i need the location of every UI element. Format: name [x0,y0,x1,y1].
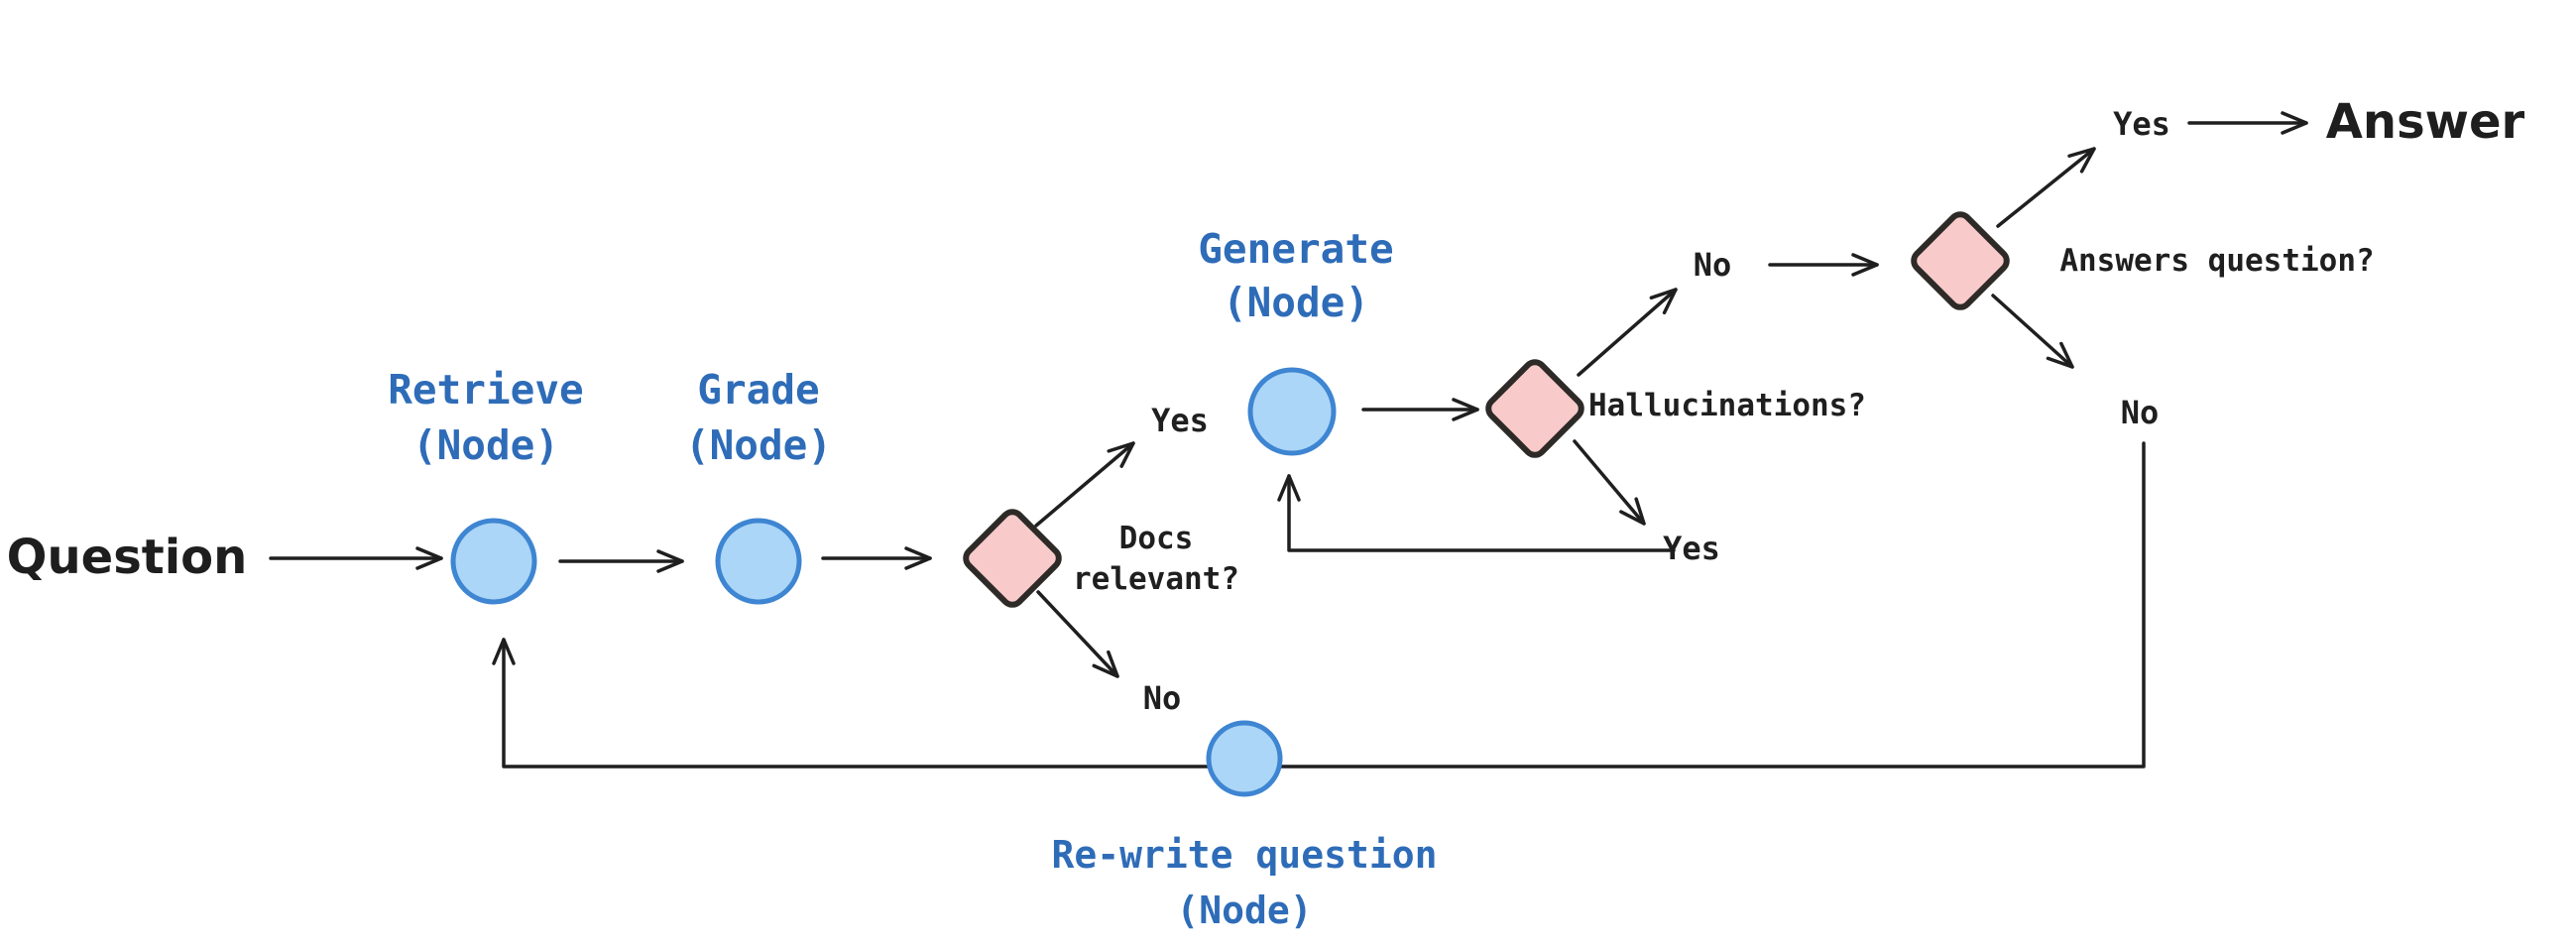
rewrite-node-sublabel: (Node) [1176,889,1312,932]
hallucinations-label: Hallucinations? [1588,388,1866,423]
hallucinations-diamond [1485,359,1584,458]
retrieve-node-circle [450,518,537,605]
grade-node-label: Grade [697,366,819,414]
answers-question-label: Answers question? [2059,243,2374,279]
docs-relevant-label-line2: relevant? [1073,561,1239,597]
edge-hallucinations-no [1577,288,1678,377]
edge-yes-loop-to-generate [1277,474,1676,552]
edge-docs-relevant-yes [1034,441,1135,528]
docs-relevant-no-label: No [1143,679,1182,717]
docs-relevant-yes-label: Yes [1151,402,1209,439]
question-label: Question [7,530,248,585]
grade-node-sublabel: (Node) [685,421,832,469]
docs-relevant-diamond [963,509,1062,608]
edge-docs-relevant-no [1036,590,1119,678]
retrieve-node-label: Retrieve [388,366,583,414]
hallucinations-yes-label: Yes [1663,530,1720,567]
generate-node-label: Generate [1198,225,1393,273]
edge-answers-question-no [1991,294,2074,369]
rewrite-node-label: Re-write question [1052,833,1438,877]
rewrite-node-circle [1206,720,1283,797]
edge-no-loop-to-retrieve [492,441,2146,769]
docs-relevant-label-line1: Docs [1119,521,1194,556]
edge-answers-question-yes [1996,147,2096,228]
answers-question-diamond [1911,211,2010,310]
generate-node-circle [1247,367,1337,456]
edge-hallucinations-yes [1573,439,1646,526]
hallucinations-no-label: No [1694,246,1732,284]
grade-node-circle [715,518,802,605]
generate-node-sublabel: (Node) [1223,279,1369,326]
retrieve-node-sublabel: (Node) [412,421,559,469]
answers-question-no-label: No [2121,394,2160,431]
answers-question-yes-label: Yes [2113,105,2170,143]
answer-label: Answer [2326,94,2525,150]
